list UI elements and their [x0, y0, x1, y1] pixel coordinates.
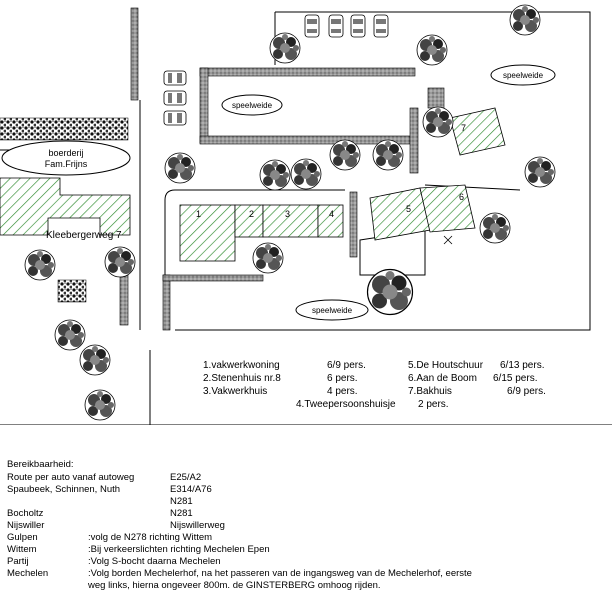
directions-info: N281	[170, 508, 193, 519]
legend-capacity-4: 2 pers.	[418, 399, 449, 410]
directions-place: Gulpen	[7, 532, 38, 543]
house-number-4: 4	[329, 209, 334, 219]
directions-place: Mechelen	[7, 568, 49, 579]
legend-capacity-6: 6/15 pers.	[493, 373, 538, 384]
hedge-small	[57, 279, 87, 303]
legend-label-6: 6.Aan de Boom	[408, 373, 477, 384]
legend-label-2: 2.Stenenhuis nr.8	[203, 373, 281, 384]
farm-ellipse	[1, 140, 131, 176]
playground-ellipse-3	[295, 299, 369, 321]
house-number-3: 3	[285, 209, 290, 219]
house-number-7: 7	[461, 123, 466, 133]
house-number-1: 1	[196, 209, 201, 219]
legend-capacity-1: 6/9 pers.	[327, 360, 366, 371]
stone-walls	[119, 7, 445, 331]
legend-capacity-2: 6 pers.	[327, 373, 358, 384]
directions-info: :Bij verkeerslichten richting Mechelen E…	[88, 544, 270, 555]
house-number-6: 6	[459, 192, 464, 202]
farm-label-line2: Fam.Frijns	[45, 159, 88, 169]
directions-place: Route per auto vanaf autoweg	[7, 472, 135, 483]
house-4	[317, 204, 344, 238]
legend-capacity-7: 6/9 pers.	[507, 386, 546, 397]
directions-place: Wittem	[7, 544, 37, 555]
farm-label-line1: boerderij	[48, 148, 83, 158]
directions-info: E314/A76	[170, 484, 212, 495]
playground-label-2: speelweide	[503, 71, 544, 80]
directions-place: Bocholtz	[7, 508, 44, 519]
directions-info: :Volg borden Mechelerhof, na het passere…	[88, 568, 472, 579]
legend-label-4: 4.Tweepersoonshuisje	[296, 399, 396, 410]
star-marker	[443, 235, 453, 245]
buildings	[0, 107, 506, 262]
house-2	[234, 204, 264, 238]
directions-info: N281	[170, 496, 193, 507]
house-7	[449, 107, 506, 156]
directions-place: Partij	[7, 556, 29, 567]
directions-info: Nijswillerweg	[170, 520, 225, 531]
playground-ellipse-2	[490, 64, 556, 86]
legend-capacity-3: 4 pers.	[327, 386, 358, 397]
directions-heading: Bereikbaarheid:	[7, 459, 74, 470]
legend-capacity-5: 6/13 pers.	[500, 360, 545, 371]
playground-label-1: speelweide	[232, 101, 273, 110]
legend-label-3: 3.Vakwerkhuis	[203, 386, 268, 397]
house-3	[262, 204, 319, 238]
house-5	[369, 187, 431, 241]
house-number-2: 2	[249, 209, 254, 219]
directions-info: :Volg S-bocht daarna Mechelen	[88, 556, 221, 567]
legend-label-1: 1.vakwerkwoning	[203, 360, 280, 371]
site-map: boerderij Fam.Frijns Kleebergerweg 7 spe…	[0, 4, 612, 425]
directions-info: weg links, hierna ongeveer 800m. de GINS…	[88, 580, 381, 591]
directions-place: Nijswiller	[7, 520, 45, 531]
directions-place: Spaubeek, Schinnen, Nuth	[7, 484, 121, 495]
playground-ellipse-1	[221, 94, 283, 116]
house-6	[419, 184, 476, 233]
house-1	[179, 204, 236, 262]
directions-info: E25/A2	[170, 472, 202, 483]
farm-building	[0, 177, 131, 236]
directions-info: :volg de N278 richting Wittem	[88, 532, 213, 543]
legend-label-5: 5.De Houtschuur	[408, 360, 484, 371]
hedge	[0, 117, 129, 141]
playground-label-3: speelweide	[312, 306, 353, 315]
house-number-5: 5	[406, 204, 411, 214]
legend-label-7: 7.Bakhuis	[408, 386, 452, 397]
street-label: Kleebergerweg 7	[46, 230, 122, 241]
